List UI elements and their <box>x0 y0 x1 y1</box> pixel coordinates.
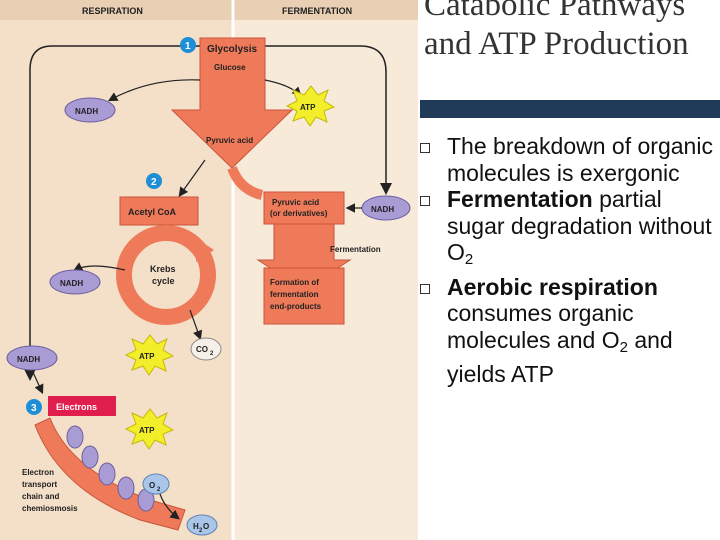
etc-label: Electron <box>22 468 54 477</box>
pyruvic-derivatives-box <box>263 191 345 225</box>
electrons-box <box>48 396 116 416</box>
svg-text:ATP: ATP <box>139 426 155 435</box>
co2-ellipse <box>190 337 222 361</box>
krebs-label: Krebs <box>150 264 176 274</box>
nadh-ellipse-2 <box>49 269 101 295</box>
catabolism-diagram: RESPIRATION FERMENTATION Glycolysis Gluc… <box>0 0 418 540</box>
svg-text:chemiosmosis: chemiosmosis <box>22 504 78 513</box>
svg-text:1: 1 <box>185 41 191 52</box>
svg-text:(or derivatives): (or derivatives) <box>270 209 328 218</box>
step-2-badge <box>146 173 162 189</box>
atp-burst-3 <box>124 408 175 450</box>
bullet-item: The breakdown of organic molecules is ex… <box>416 133 720 186</box>
svg-text:2: 2 <box>210 351 214 357</box>
header-respiration: RESPIRATION <box>82 6 143 16</box>
svg-text:Electrons: Electrons <box>56 402 97 412</box>
square-bullet-icon <box>420 143 430 153</box>
glycolysis-label: Glycolysis <box>207 44 257 55</box>
step-3-badge <box>26 399 42 415</box>
fermentation-label: Fermentation <box>330 245 381 254</box>
svg-text:CO: CO <box>196 345 208 354</box>
atp-burst-1 <box>285 85 336 127</box>
pyruvic-acid-label: Pyruvic acid <box>206 136 253 145</box>
svg-text:ATP: ATP <box>139 352 155 361</box>
title-underline <box>420 100 720 118</box>
svg-text:fermentation: fermentation <box>270 290 319 299</box>
svg-text:end-products: end-products <box>270 302 322 311</box>
svg-text:2: 2 <box>151 177 157 188</box>
svg-text:Pyruvic acid: Pyruvic acid <box>272 198 319 207</box>
svg-text:NADH: NADH <box>60 279 83 288</box>
glycolysis-arrow <box>170 37 294 169</box>
svg-text:H: H <box>193 522 199 531</box>
bullet-item: Aerobic respiration consumes organic mol… <box>416 274 720 388</box>
svg-text:O: O <box>149 481 155 490</box>
square-bullet-icon <box>420 283 430 294</box>
nadh-ellipse-1 <box>64 97 116 123</box>
step-1-badge <box>180 37 196 53</box>
square-bullet-icon <box>420 196 430 206</box>
atp-burst-2 <box>124 334 175 376</box>
svg-text:O: O <box>203 522 209 531</box>
svg-text:2: 2 <box>157 487 161 493</box>
krebs-cycle-ring <box>116 225 216 325</box>
page-title: Catabolic Pathways and ATP Production <box>424 0 689 62</box>
o2-ellipse <box>142 473 170 495</box>
glucose-label: Glucose <box>214 63 246 72</box>
svg-text:Acetyl CoA: Acetyl CoA <box>128 207 177 217</box>
svg-text:ATP: ATP <box>300 103 316 112</box>
acetyl-coa-box <box>119 196 199 226</box>
svg-text:NADH: NADH <box>371 205 394 214</box>
header-fermentation: FERMENTATION <box>282 6 352 16</box>
svg-text:2: 2 <box>199 528 203 534</box>
svg-text:transport: transport <box>22 480 57 489</box>
svg-text:NADH: NADH <box>75 107 98 116</box>
formation-box <box>263 267 345 325</box>
bullet-list: The breakdown of organic molecules is ex… <box>416 133 720 388</box>
h2o-ellipse <box>186 514 218 536</box>
svg-text:Formation of: Formation of <box>270 278 319 287</box>
svg-text:3: 3 <box>31 403 37 414</box>
svg-text:NADH: NADH <box>17 355 40 364</box>
bullet-item: Fermentation partial sugar degradation w… <box>416 186 720 274</box>
svg-text:chain and: chain and <box>22 492 59 501</box>
svg-text:cycle: cycle <box>152 276 175 286</box>
